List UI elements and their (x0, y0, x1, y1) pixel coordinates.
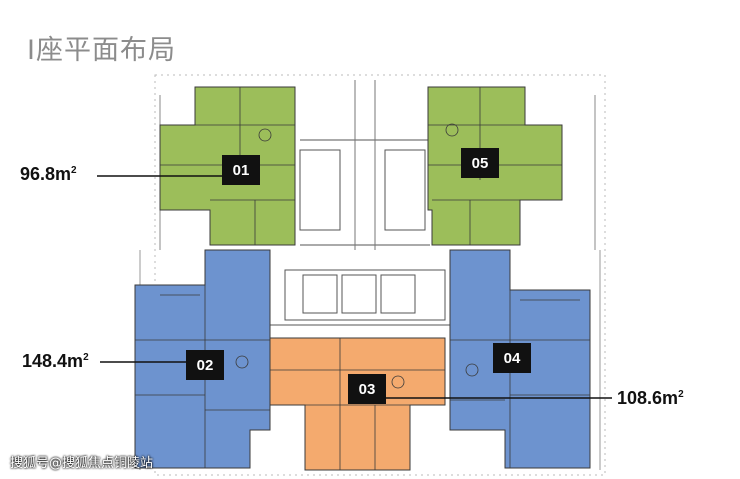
leader-lines (97, 175, 612, 399)
unit-label-05: 05 (461, 148, 499, 178)
area-label-02: 148.4m2 (22, 351, 89, 371)
page-title: I座平面布局 (27, 35, 176, 66)
unit-04-walls (450, 290, 590, 468)
unit-label-03: 03 (348, 374, 386, 404)
area-label-01: 96.8m2 (20, 164, 77, 184)
plan-linework (139, 74, 606, 476)
unit-label-04: 04 (493, 343, 531, 373)
unit-03-walls (270, 338, 445, 470)
watermark: 搜狐号@搜狐焦点铜陵站 (10, 456, 154, 471)
unit-label-02: 02 (186, 350, 224, 380)
unit-03-shape (269, 337, 446, 471)
area-label-03: 108.6m2 (617, 388, 684, 408)
unit-label-01: 01 (222, 155, 260, 185)
